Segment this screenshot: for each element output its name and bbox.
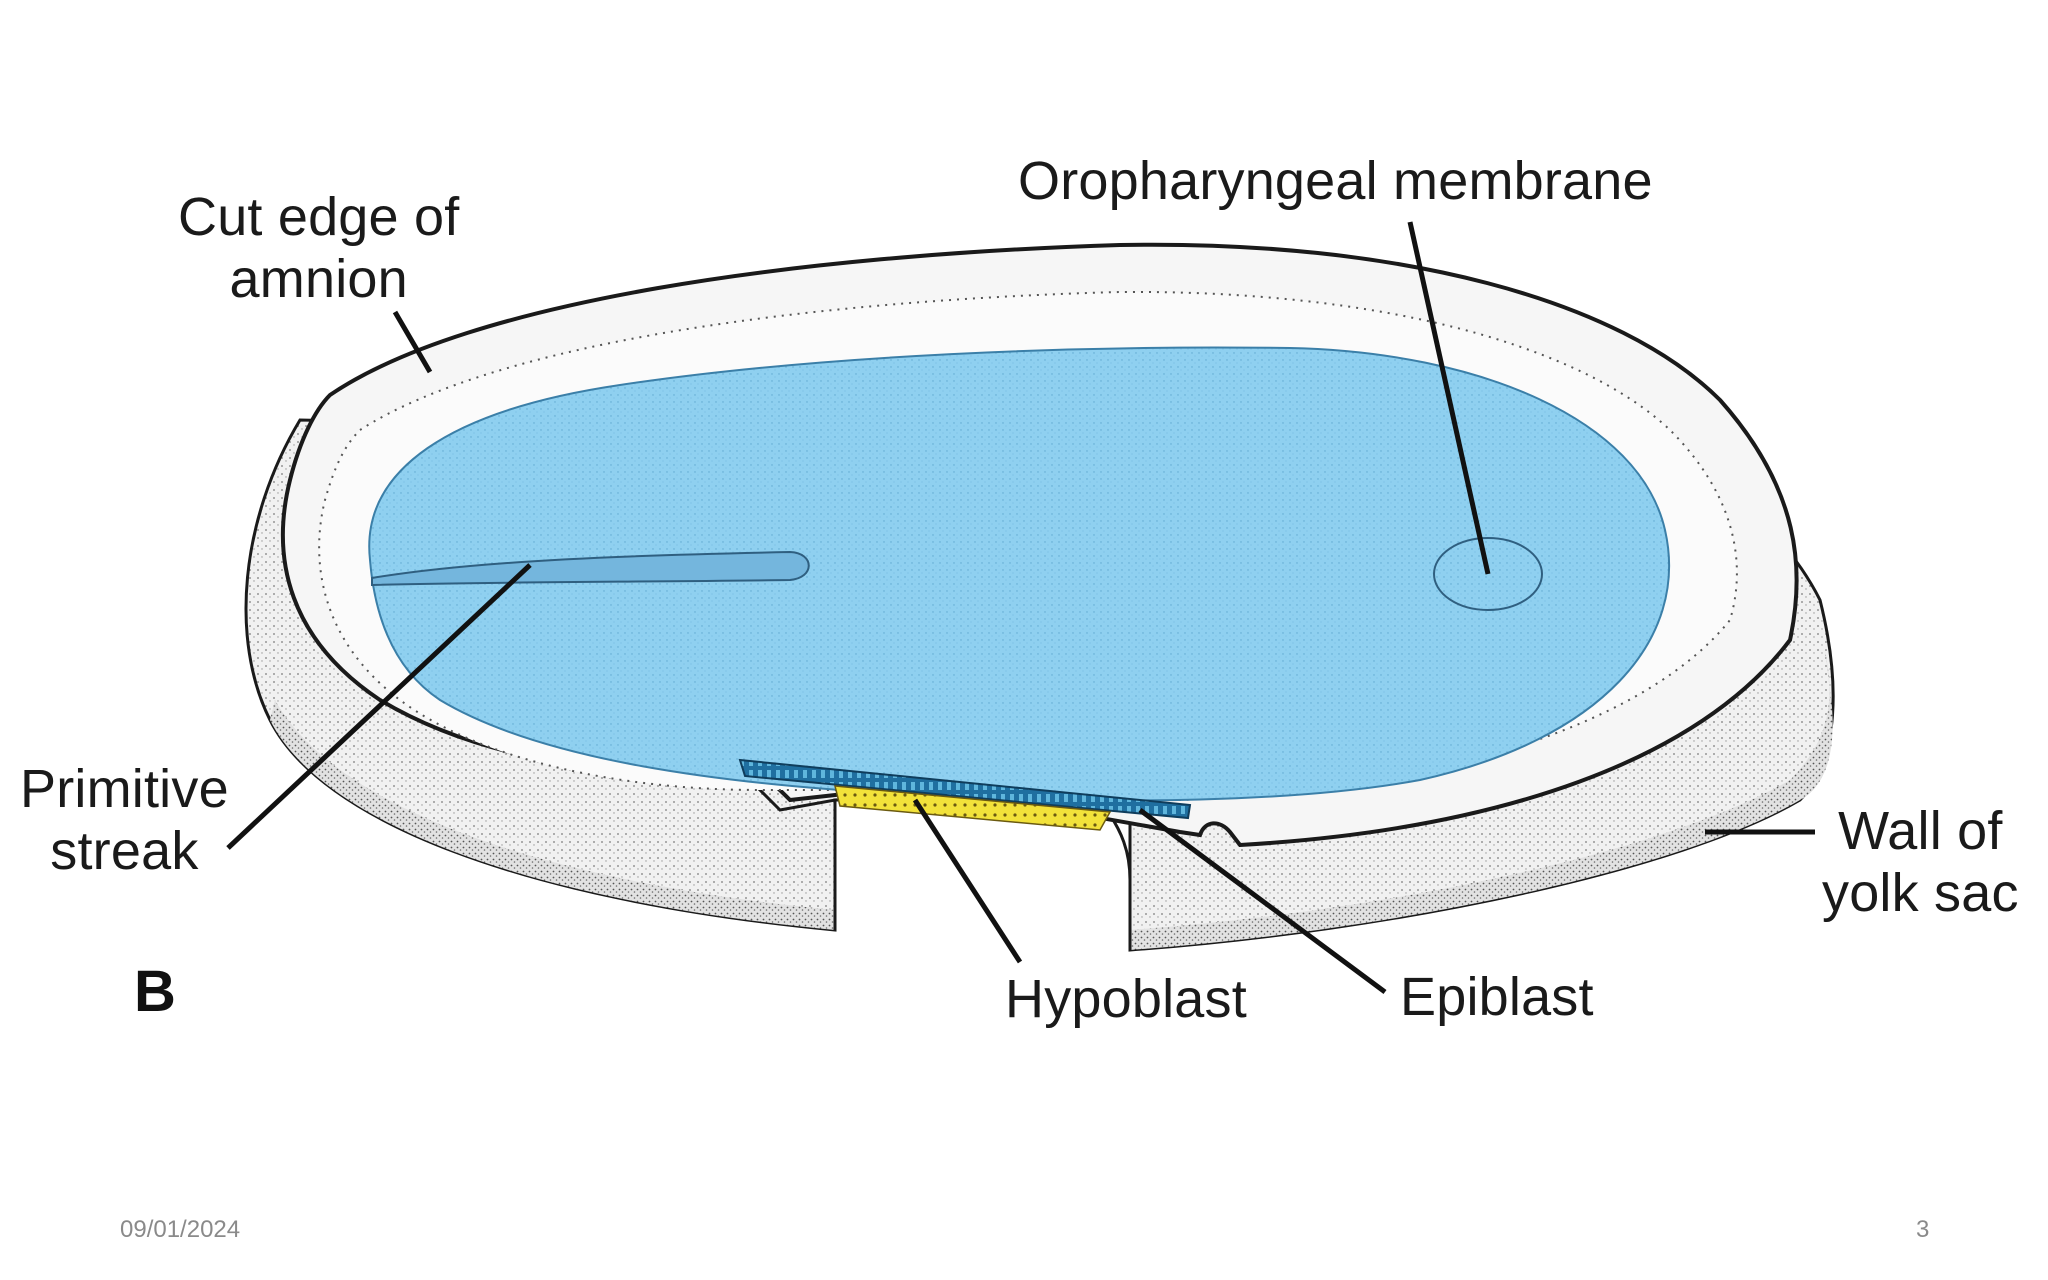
footer-date: 09/01/2024 (120, 1216, 240, 1244)
notch-right-wall (1110, 815, 1130, 950)
footer-page-number: 3 (1916, 1216, 1929, 1244)
leader-hypoblast (915, 800, 1020, 962)
label-primitive-streak: Primitive streak (20, 758, 229, 882)
label-wall-of-yolk-sac: Wall of yolk sac (1822, 800, 2019, 924)
label-oropharyngeal-membrane: Oropharyngeal membrane (1018, 150, 1653, 212)
label-hypoblast: Hypoblast (1005, 968, 1247, 1030)
label-cut-edge-of-amnion: Cut edge of amnion (178, 186, 459, 310)
label-epiblast: Epiblast (1400, 966, 1594, 1028)
panel-letter: B (134, 958, 176, 1025)
